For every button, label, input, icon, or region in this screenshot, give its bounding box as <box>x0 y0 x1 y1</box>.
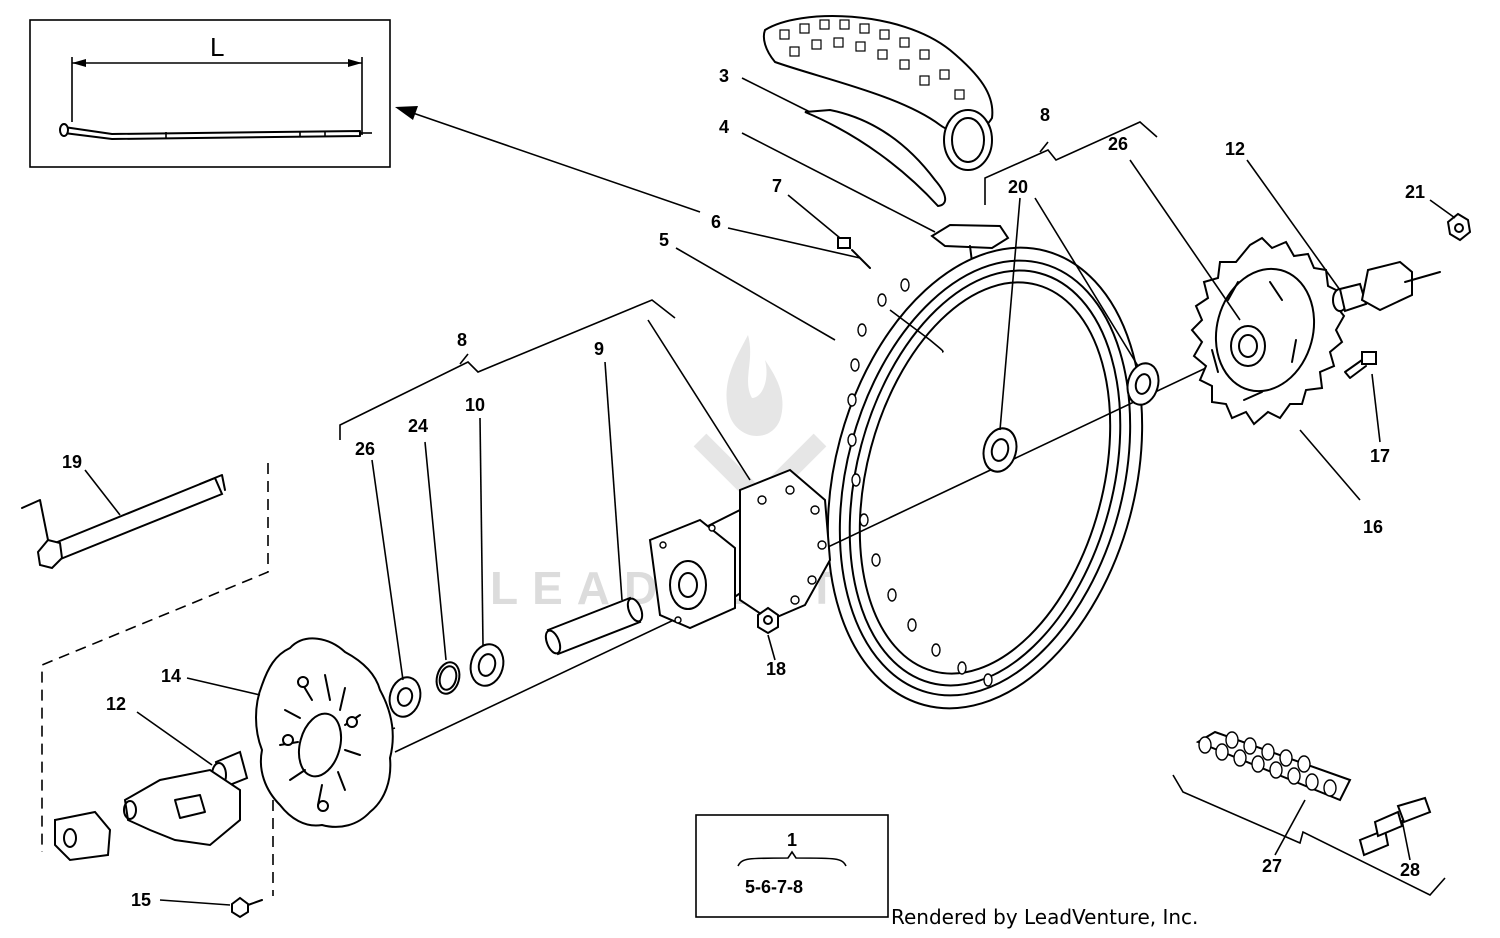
bearing-left <box>469 643 505 687</box>
rim <box>826 246 1144 710</box>
dimension-label-l: L <box>210 32 224 62</box>
bearing-center <box>982 427 1018 473</box>
bracket-group-27 <box>1172 774 1446 896</box>
caliper-bolt <box>231 896 263 919</box>
spacer <box>544 596 644 656</box>
callout-19: 19 <box>62 452 82 472</box>
callout-21: 21 <box>1405 182 1425 202</box>
tire <box>762 15 994 171</box>
master-link <box>1358 796 1432 857</box>
circlip <box>435 661 461 695</box>
hub <box>648 468 832 630</box>
callout-26-right: 26 <box>1108 134 1128 154</box>
callout-5: 5 <box>659 230 669 250</box>
callout-16: 16 <box>1363 517 1383 537</box>
callout-10: 10 <box>465 395 485 415</box>
callout-15: 15 <box>131 890 151 910</box>
callout-labels: 3 4 8 20 26 12 21 7 6 5 9 10 24 26 8 19 … <box>62 66 1425 910</box>
bearing-right <box>1126 362 1160 406</box>
chain-adjuster-right <box>1360 260 1441 312</box>
callout-27: 27 <box>1262 856 1282 876</box>
callout-28: 28 <box>1400 860 1420 880</box>
inset-arrow <box>409 111 701 213</box>
kit-box: 1 5-6-7-8 <box>695 814 889 918</box>
bracket-group-8-right <box>984 121 1158 205</box>
bracket-group-8-left <box>339 299 676 440</box>
callout-24: 24 <box>408 416 428 436</box>
axle-centerline <box>394 339 1266 753</box>
callout-17: 17 <box>1370 446 1390 466</box>
callout-9: 9 <box>594 339 604 359</box>
callout-6: 6 <box>711 212 721 232</box>
callout-20: 20 <box>1008 177 1028 197</box>
callout-26-left: 26 <box>355 439 375 459</box>
callout-18: 18 <box>766 659 786 679</box>
leader-lines <box>84 77 1456 906</box>
callout-8-left: 8 <box>457 330 467 350</box>
chain-adjuster-left <box>54 810 112 862</box>
callout-14: 14 <box>161 666 181 686</box>
brake-disc <box>255 637 394 828</box>
rim-lock <box>930 223 1010 263</box>
sprocket <box>1190 236 1346 426</box>
bracket-left-dashed <box>41 463 274 896</box>
inset-arrowhead <box>395 106 418 120</box>
adjuster-nut <box>1446 212 1472 242</box>
callout-7: 7 <box>772 176 782 196</box>
drive-chain <box>1195 730 1352 802</box>
spoke-nipple <box>837 237 871 269</box>
caliper-bracket <box>123 768 241 847</box>
callout-12-right: 12 <box>1225 139 1245 159</box>
kit-number: 1 <box>787 830 797 850</box>
hub-nut <box>757 606 779 635</box>
callout-4: 4 <box>719 117 729 137</box>
callout-3: 3 <box>719 66 729 86</box>
callout-12-left: 12 <box>106 694 126 714</box>
axle-inset: L <box>29 19 391 168</box>
seal-left <box>388 676 422 718</box>
footer-credit: Rendered by LeadVenture, Inc. <box>891 905 1199 929</box>
axle <box>21 474 226 570</box>
kit-contents: 5-6-7-8 <box>745 877 803 897</box>
sprocket-bolt <box>1344 351 1377 379</box>
callout-8-right: 8 <box>1040 105 1050 125</box>
rim-strip <box>804 108 947 208</box>
